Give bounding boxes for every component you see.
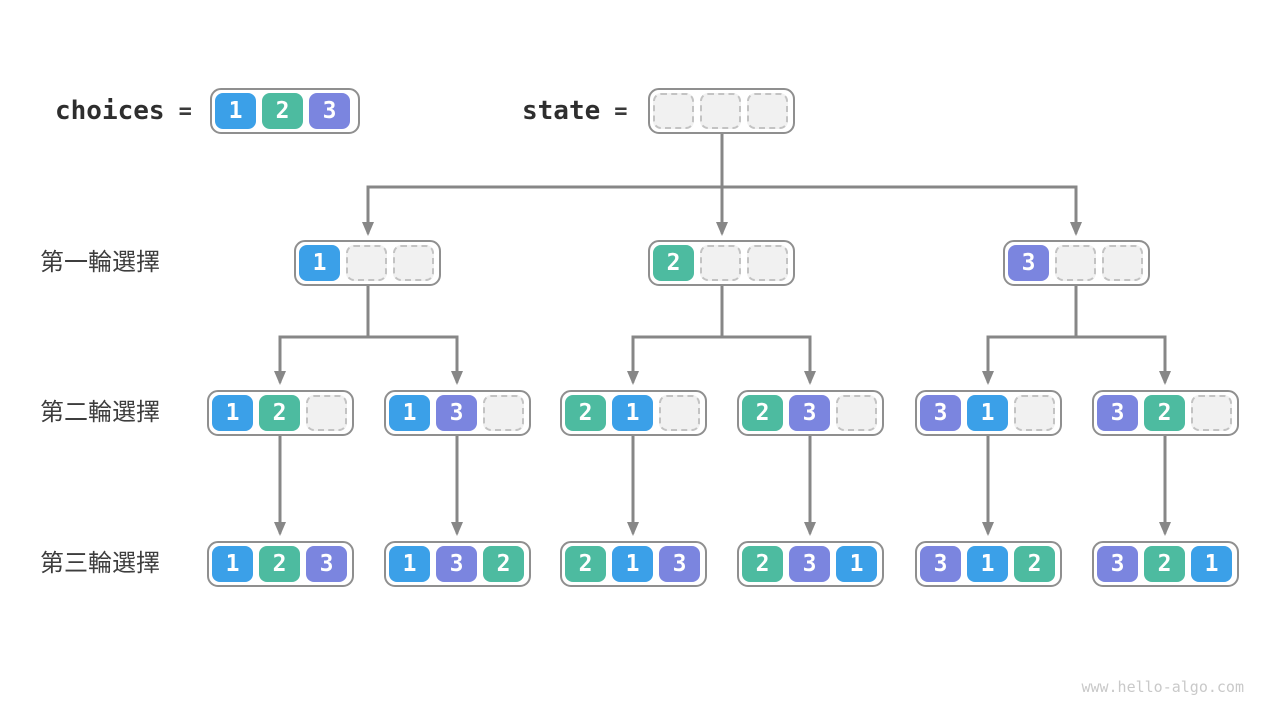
empty-cell xyxy=(1055,245,1096,281)
empty-cell xyxy=(346,245,387,281)
empty-cell xyxy=(700,93,741,129)
empty-cell xyxy=(1014,395,1055,431)
value-cell: 2 xyxy=(653,245,694,281)
empty-cell xyxy=(1102,245,1143,281)
value-cell: 2 xyxy=(259,546,300,582)
equals-sign: = xyxy=(178,98,192,124)
choices-label: choices = xyxy=(55,88,192,134)
value-cell: 3 xyxy=(309,93,350,129)
value-cell: 2 xyxy=(1144,546,1185,582)
round1-label: 第一輪選擇 xyxy=(40,249,160,276)
value-cell: 3 xyxy=(1097,395,1138,431)
value-cell: 1 xyxy=(967,395,1008,431)
value-cell: 2 xyxy=(565,395,606,431)
empty-cell xyxy=(393,245,434,281)
state-label: state = xyxy=(522,88,628,134)
watermark: www.hello-algo.com xyxy=(1081,678,1244,696)
value-cell: 1 xyxy=(299,245,340,281)
empty-cell xyxy=(483,395,524,431)
tree-node-r1-1: 1 xyxy=(294,240,441,286)
empty-cell xyxy=(653,93,694,129)
value-cell: 3 xyxy=(789,546,830,582)
empty-cell xyxy=(659,395,700,431)
value-cell: 3 xyxy=(920,395,961,431)
choices-label-text: choices xyxy=(55,96,165,126)
tree-node-r1-3: 3 xyxy=(1003,240,1150,286)
round2-label: 第二輪選擇 xyxy=(40,399,160,426)
value-cell: 3 xyxy=(659,546,700,582)
value-cell: 2 xyxy=(742,395,783,431)
value-cell: 1 xyxy=(389,395,430,431)
round3-label: 第三輪選擇 xyxy=(40,550,160,577)
value-cell: 1 xyxy=(612,546,653,582)
value-cell: 1 xyxy=(967,546,1008,582)
tree-node-r1-2: 2 xyxy=(648,240,795,286)
empty-cell xyxy=(1191,395,1232,431)
equals-sign: = xyxy=(614,98,628,124)
value-cell: 3 xyxy=(920,546,961,582)
empty-cell xyxy=(836,395,877,431)
empty-cell xyxy=(700,245,741,281)
empty-cell xyxy=(747,93,788,129)
empty-cell xyxy=(747,245,788,281)
state-label-text: state xyxy=(522,96,601,126)
state-array xyxy=(648,88,795,134)
value-cell: 3 xyxy=(436,395,477,431)
value-cell: 1 xyxy=(212,395,253,431)
value-cell: 3 xyxy=(306,546,347,582)
value-cell: 2 xyxy=(483,546,524,582)
value-cell: 1 xyxy=(1191,546,1232,582)
value-cell: 3 xyxy=(436,546,477,582)
value-cell: 3 xyxy=(1008,245,1049,281)
value-cell: 2 xyxy=(565,546,606,582)
value-cell: 2 xyxy=(1014,546,1055,582)
value-cell: 1 xyxy=(612,395,653,431)
value-cell: 3 xyxy=(1097,546,1138,582)
empty-cell xyxy=(306,395,347,431)
value-cell: 1 xyxy=(212,546,253,582)
value-cell: 1 xyxy=(836,546,877,582)
value-cell: 2 xyxy=(742,546,783,582)
value-cell: 2 xyxy=(1144,395,1185,431)
value-cell: 2 xyxy=(259,395,300,431)
value-cell: 1 xyxy=(215,93,256,129)
value-cell: 1 xyxy=(389,546,430,582)
value-cell: 3 xyxy=(789,395,830,431)
value-cell: 2 xyxy=(262,93,303,129)
